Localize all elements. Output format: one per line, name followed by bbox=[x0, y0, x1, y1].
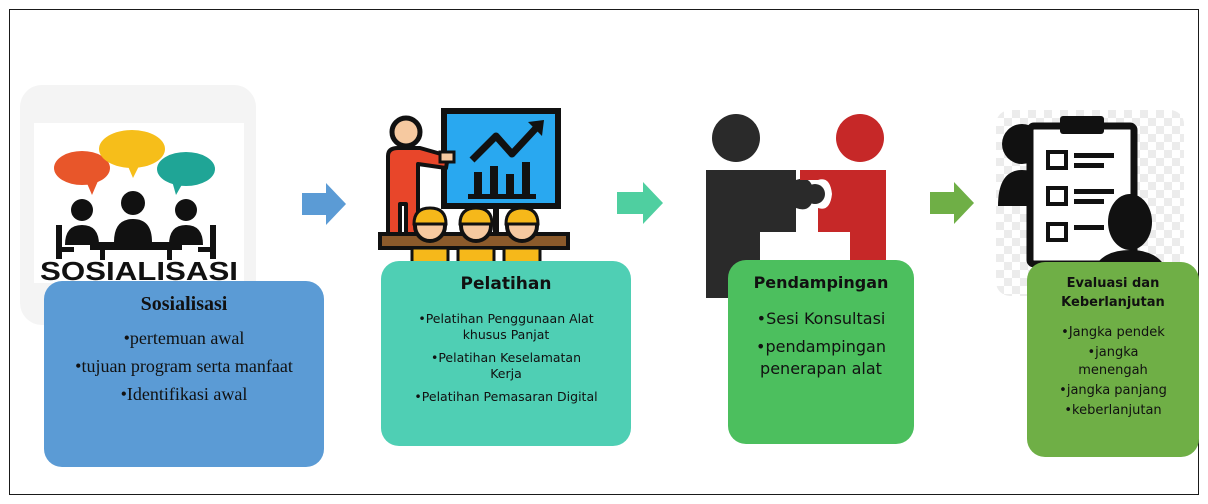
bullet-list: •Pelatihan Penggunaan Alat khusus Panjat… bbox=[381, 311, 631, 405]
list-item: •jangka menengah bbox=[1078, 345, 1148, 378]
bullet-list: •Sesi Konsultasi •pendampingan penerapan… bbox=[728, 308, 914, 380]
training-presentation-icon bbox=[378, 108, 570, 266]
list-item: •Jangka pendek bbox=[1061, 325, 1165, 340]
step-box-pendampingan: Pendampingan •Sesi Konsultasi •pendampin… bbox=[728, 260, 914, 444]
evaluation-clipboard-icon bbox=[996, 110, 1184, 296]
list-item: •Pelatihan Penggunaan Alat khusus Panjat bbox=[418, 311, 594, 342]
step-title: Evaluasi dan Keberlanjutan bbox=[1061, 276, 1165, 310]
meeting-icon: SOSIALISASI bbox=[20, 85, 256, 325]
list-item: •Sesi Konsultasi bbox=[756, 309, 886, 328]
step-box-pelatihan: Pelatihan •Pelatihan Penggunaan Alat khu… bbox=[381, 261, 631, 446]
step-title: Pendampingan bbox=[753, 273, 889, 292]
arrow-right-icon bbox=[302, 183, 346, 225]
step-title: Sosialisasi bbox=[140, 293, 228, 315]
list-item: •keberlanjutan bbox=[1064, 403, 1162, 418]
list-item: •pertemuan awal bbox=[123, 328, 245, 348]
list-item: •Pelatihan Keselamatan Kerja bbox=[430, 350, 582, 381]
list-item: •tujuan program serta manfaat bbox=[75, 356, 293, 376]
list-item: •pendampingan penerapan alat bbox=[756, 337, 886, 378]
list-item: •jangka panjang bbox=[1059, 383, 1167, 398]
list-item: •Identifikasi awal bbox=[120, 384, 248, 404]
step-box-sosialisasi: Sosialisasi •pertemuan awal •tujuan prog… bbox=[44, 281, 324, 467]
step-box-evaluasi: Evaluasi dan Keberlanjutan •Jangka pende… bbox=[1027, 262, 1199, 457]
step-title: Pelatihan bbox=[460, 274, 552, 294]
bullet-list: •Jangka pendek •jangka menengah •jangka … bbox=[1027, 324, 1199, 420]
list-item: •Pelatihan Pemasaran Digital bbox=[414, 389, 598, 404]
arrow-right-icon bbox=[617, 182, 663, 224]
bullet-list: •pertemuan awal •tujuan program serta ma… bbox=[44, 327, 324, 405]
arrow-right-icon bbox=[930, 182, 974, 224]
diagram-frame bbox=[9, 9, 1199, 495]
